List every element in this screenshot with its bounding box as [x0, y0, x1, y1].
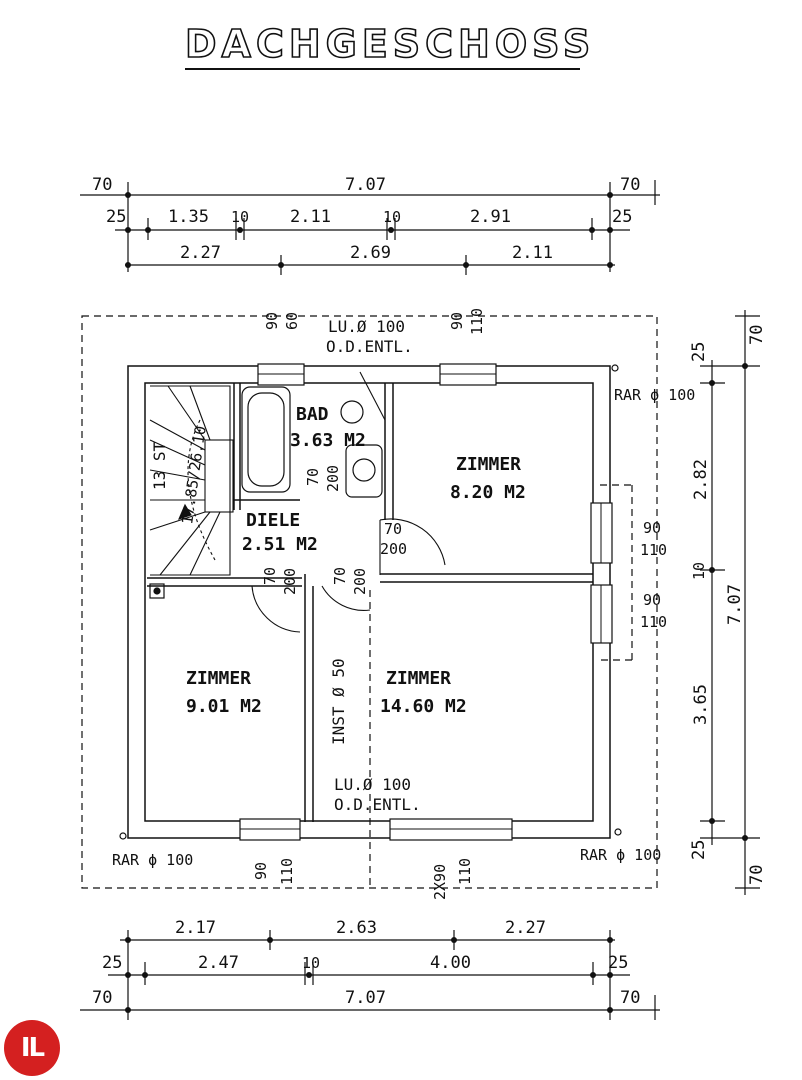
- bottom-wall-left: 25: [102, 953, 122, 973]
- bottom-overhang-left: 70: [92, 988, 112, 1008]
- room-bad-area: 3.63 M2: [290, 430, 366, 451]
- opening-dims: 90 60 90 110 90 110 90 110 90 110 2X90 1…: [252, 308, 667, 900]
- inst-label: INST Ø 50: [329, 658, 348, 745]
- door-swings: [251, 371, 446, 633]
- bottom-opening-w1: 90: [252, 862, 270, 880]
- bottom-wall-right: 25: [608, 953, 628, 973]
- room-zimmer2-name: ZIMMER: [186, 668, 251, 689]
- room-zimmer1-name: ZIMMER: [456, 454, 521, 475]
- right-seg1: 2.82: [691, 459, 711, 500]
- top-opening-w2: 90: [448, 312, 466, 330]
- right-overhang-bottom: 70: [747, 865, 767, 885]
- hall-door-height: 200: [351, 568, 369, 595]
- stairs-steps: 13 ST: [150, 441, 169, 490]
- top-wall-int1: 10: [231, 208, 249, 226]
- bottom-opening-h1: 110: [278, 858, 296, 885]
- top-wall-int2: 10: [383, 208, 401, 226]
- top-opening-h1: 60: [283, 312, 301, 330]
- top-wall-right: 25: [612, 207, 632, 227]
- vent-bottom-line1: LU.Ø 100: [334, 775, 411, 794]
- right-dimension-chains: [700, 310, 760, 895]
- bottom-overhang-right: 70: [620, 988, 640, 1008]
- marker-circles: [119, 364, 622, 840]
- rar-bottom-left: RAR ϕ 100: [112, 851, 193, 869]
- room-zimmer3-name: ZIMMER: [386, 668, 451, 689]
- top-opening-h2: 110: [468, 308, 486, 335]
- bottom-axis1: 2.17: [175, 918, 216, 938]
- top-opening-w1: 90: [263, 312, 281, 330]
- right-opening-w1: 90: [643, 519, 661, 537]
- right-wall-top: 25: [689, 342, 709, 362]
- right-opening-h1: 110: [640, 541, 667, 559]
- right-wall-int: 10: [690, 562, 708, 580]
- right-total: 7.07: [725, 584, 745, 625]
- door-height: 200: [380, 540, 407, 558]
- room-diele-name: DIELE: [246, 510, 300, 531]
- bottom-seg1: 2.47: [198, 953, 239, 973]
- door-width: 70: [384, 520, 402, 538]
- roof-outline: [81, 315, 658, 889]
- hall-door-width: 70: [331, 567, 349, 585]
- bath-fixtures: [241, 386, 383, 498]
- vent-top-line2: O.D.ENTL.: [326, 337, 413, 356]
- bottom-axis3: 2.27: [505, 918, 546, 938]
- top-axis3: 2.11: [512, 243, 553, 263]
- bottom-seg2: 4.00: [430, 953, 471, 973]
- top-overhang-right: 70: [620, 175, 640, 195]
- bottom-wall-int: 10: [302, 954, 320, 972]
- top-axis2: 2.69: [350, 243, 391, 263]
- bottom-dimension-ticks: [125, 937, 613, 1013]
- right-dimension-ticks: [709, 363, 748, 841]
- room-bad-name: BAD: [296, 404, 329, 425]
- rar-top-right: RAR ϕ 100: [614, 386, 695, 404]
- right-opening-w2: 90: [643, 591, 661, 609]
- room-zimmer1-area: 8.20 M2: [450, 482, 526, 503]
- top-seg1: 1.35: [168, 207, 209, 227]
- top-axis1: 2.27: [180, 243, 221, 263]
- bath-door-height: 200: [324, 465, 342, 492]
- right-seg2: 3.65: [691, 684, 711, 725]
- top-total: 7.07: [345, 175, 386, 195]
- vent-bottom-line2: O.D.ENTL.: [334, 795, 421, 814]
- right-wall-bottom: 25: [689, 840, 709, 860]
- top-dimension-ticks: [125, 192, 613, 268]
- room-zimmer3-area: 14.60 M2: [380, 696, 467, 717]
- top-seg2: 2.11: [290, 207, 331, 227]
- diele-door-width: 70: [261, 567, 279, 585]
- top-wall-left: 25: [106, 207, 126, 227]
- diele-door-height: 200: [281, 568, 299, 595]
- room-zimmer2-area: 9.01 M2: [186, 696, 262, 717]
- bottom-total: 7.07: [345, 988, 386, 1008]
- top-seg3: 2.91: [470, 207, 511, 227]
- plan-title: DACHGESCHOSS: [184, 21, 596, 67]
- bottom-opening-w2: 2X90: [431, 864, 449, 900]
- staircase: [149, 385, 234, 576]
- rar-bottom-right: RAR ϕ 100: [580, 846, 661, 864]
- brand-logo: IL: [4, 1020, 60, 1076]
- bottom-axis2: 2.63: [336, 918, 377, 938]
- bath-door-width: 70: [304, 468, 322, 486]
- window-glass-lines: [240, 373, 602, 830]
- bottom-opening-h2: 110: [456, 858, 474, 885]
- title-underline: [185, 68, 580, 70]
- room-diele-area: 2.51 M2: [242, 534, 318, 555]
- vent-top-line1: LU.Ø 100: [328, 317, 405, 336]
- right-overhang-top: 70: [747, 325, 767, 345]
- top-overhang-left: 70: [92, 175, 112, 195]
- right-opening-h2: 110: [640, 613, 667, 631]
